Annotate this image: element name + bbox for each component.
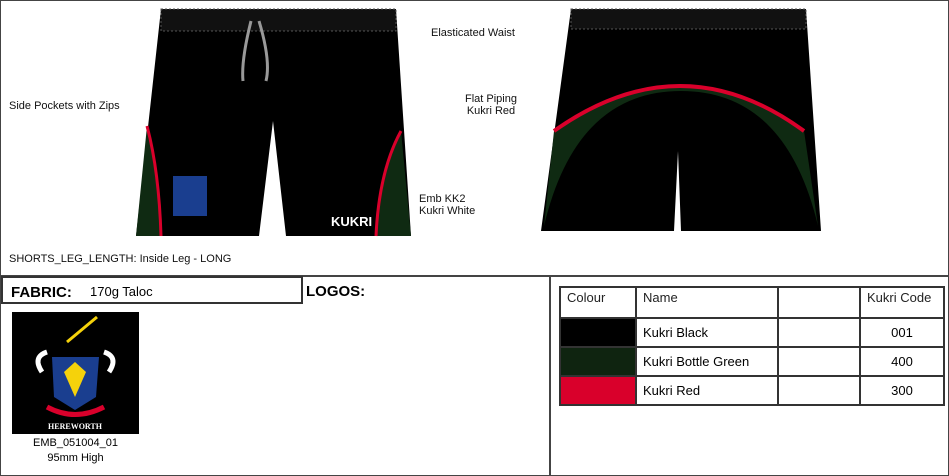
emb-line1: Emb KK2 bbox=[419, 193, 466, 205]
emb-line2: Kukri White bbox=[419, 205, 476, 217]
leg-length-label: SHORTS_LEG_LENGTH: Inside Leg - LONG bbox=[9, 253, 232, 265]
blank-cell bbox=[777, 375, 861, 406]
elasticated-waist-label: Elasticated Waist bbox=[431, 27, 515, 39]
brand-logo: KUKRI bbox=[331, 214, 372, 229]
fabric-box: FABRIC: 170g Taloc bbox=[1, 276, 303, 304]
crest-logo: HEREWORTH bbox=[12, 312, 139, 434]
side-pockets-label: Side Pockets with Zips bbox=[9, 100, 120, 112]
colour-code: 001 bbox=[859, 317, 945, 348]
crest-text: HEREWORTH bbox=[48, 422, 103, 431]
colour-name: Kukri Black bbox=[635, 317, 779, 348]
colour-code: 400 bbox=[859, 346, 945, 377]
header-blank bbox=[777, 286, 861, 319]
table-row: Kukri Bottle Green 400 bbox=[559, 346, 945, 377]
colour-swatch bbox=[559, 317, 637, 348]
blank-cell bbox=[777, 346, 861, 377]
table-row: Kukri Red 300 bbox=[559, 375, 945, 406]
piping-line1: Flat Piping bbox=[465, 93, 517, 105]
colour-swatch bbox=[559, 346, 637, 377]
logo-code: EMB_051004_01 bbox=[32, 437, 118, 449]
colour-code: 300 bbox=[859, 375, 945, 406]
logos-label: LOGOS: bbox=[306, 283, 366, 300]
fabric-label: FABRIC: bbox=[11, 284, 72, 301]
header-name: Name bbox=[635, 286, 779, 319]
table-row: Kukri Black 001 bbox=[559, 317, 945, 348]
fabric-value: 170g Taloc bbox=[90, 284, 153, 299]
colour-table: Colour Name Kukri Code Kukri Black 001 Ku… bbox=[559, 286, 945, 406]
divider bbox=[549, 276, 551, 475]
header-colour: Colour bbox=[559, 286, 637, 319]
table-header: Colour Name Kukri Code bbox=[559, 286, 945, 319]
divider bbox=[1, 275, 948, 277]
front-shorts-illustration: KUKRI bbox=[136, 8, 411, 237]
logo-size: 95mm High bbox=[47, 452, 104, 464]
back-shorts-illustration bbox=[541, 8, 821, 231]
colour-name: Kukri Red bbox=[635, 375, 779, 406]
header-code: Kukri Code bbox=[859, 286, 945, 319]
blank-cell bbox=[777, 317, 861, 348]
colour-name: Kukri Bottle Green bbox=[635, 346, 779, 377]
piping-line2: Kukri Red bbox=[466, 105, 516, 117]
colour-swatch bbox=[559, 375, 637, 406]
